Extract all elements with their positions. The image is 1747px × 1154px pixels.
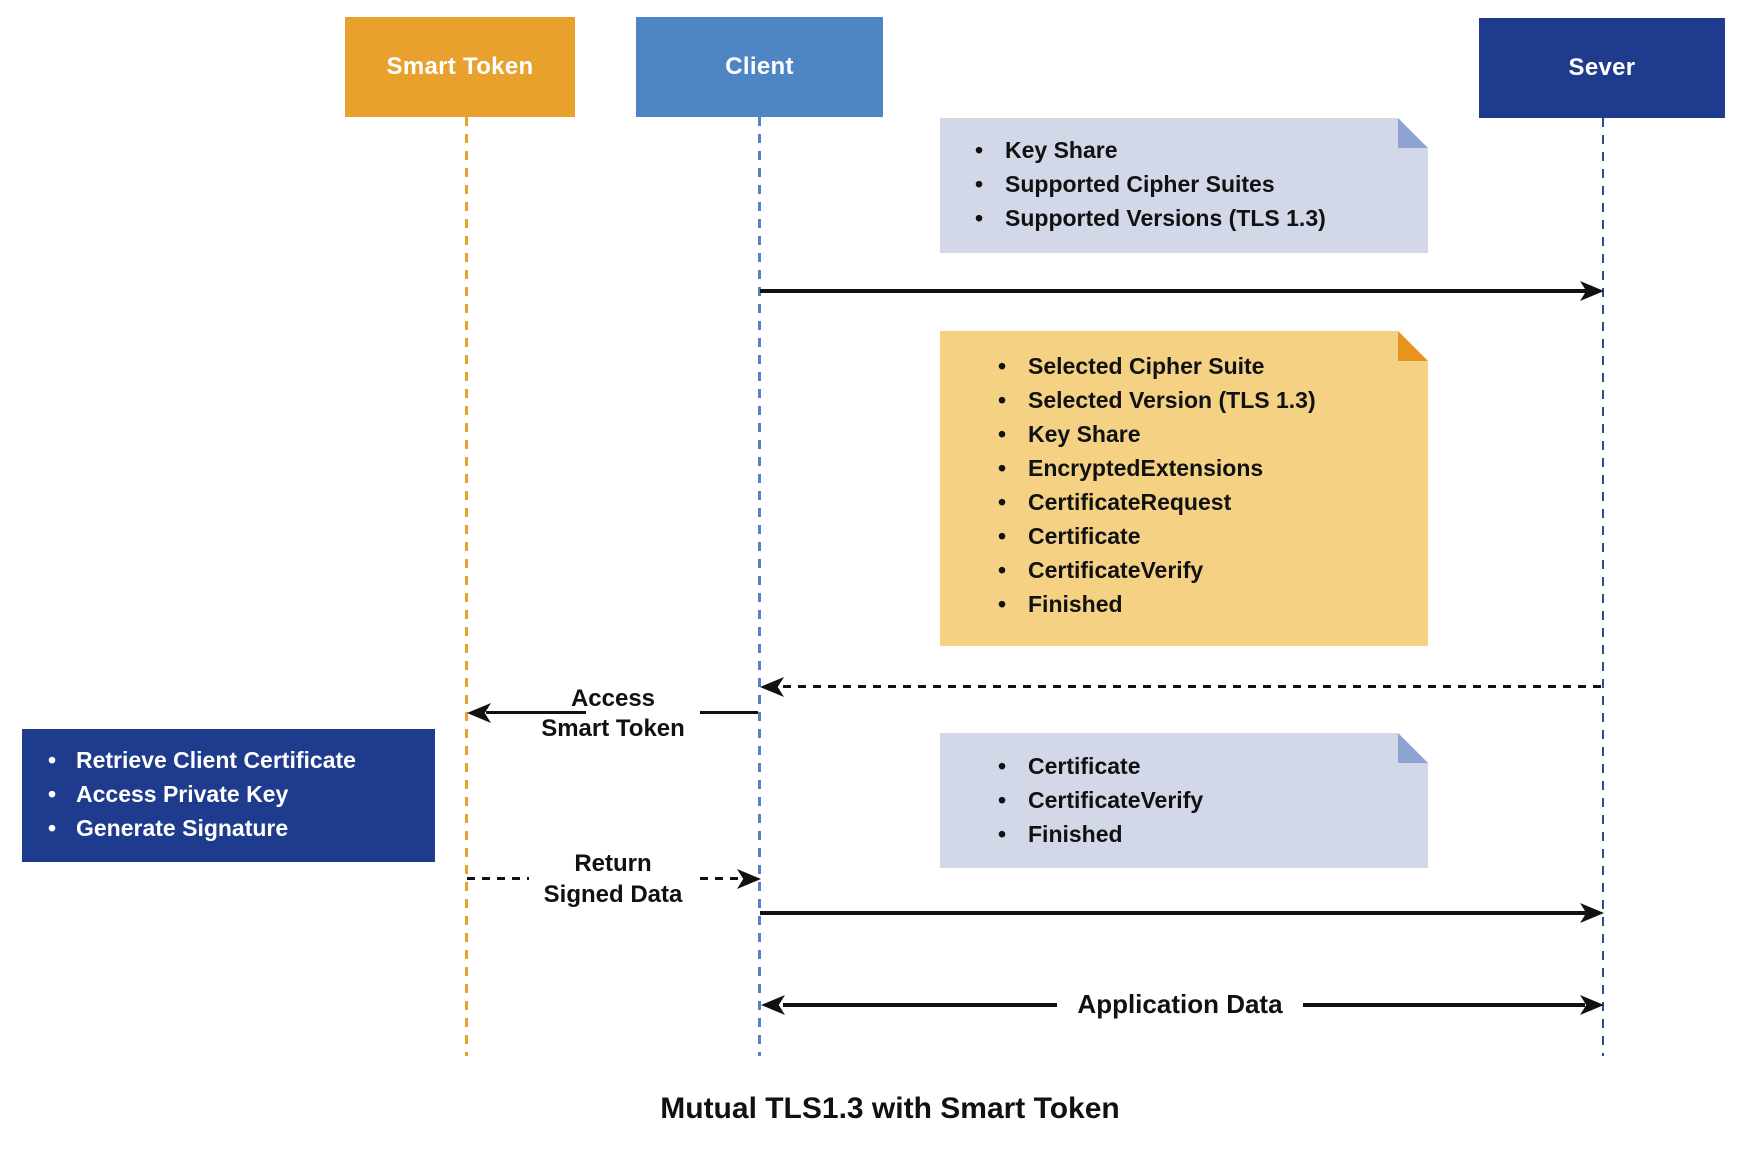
- message-label-application-data: Application Data: [1077, 989, 1283, 1019]
- note-list-item: • Key Share: [998, 417, 1428, 451]
- actor-smart-token-label: Smart Token: [386, 53, 534, 80]
- bullet-icon: •: [998, 591, 1007, 617]
- note-list-item: • CertificateRequest: [998, 485, 1428, 519]
- note-paper: [940, 733, 1428, 868]
- arrow-access-token-line: [700, 711, 758, 714]
- arrow-client-finished-line: [760, 911, 1586, 915]
- smart-token-operations-box: • Retrieve Client Certificate • Access P…: [22, 729, 435, 862]
- actor-client: Client: [636, 17, 883, 117]
- bullet-icon: •: [975, 205, 984, 231]
- message-label-return-signed-data: Return Signed Data: [543, 850, 683, 908]
- bullet-icon: •: [998, 489, 1007, 515]
- note-paper: [940, 118, 1428, 253]
- lifeline-smart-token: [465, 117, 468, 1056]
- note-list-item: • Selected Cipher Suite: [998, 349, 1428, 383]
- actor-client-label: Client: [725, 53, 794, 80]
- note-list-item: • Supported Versions (TLS 1.3): [975, 201, 1428, 235]
- arrow-return-signed-line: [467, 877, 529, 880]
- process-list-item: • Access Private Key: [48, 777, 435, 811]
- diagram-title: Mutual TLS1.3 with Smart Token: [660, 1092, 1120, 1125]
- smart-token-operations-list: • Retrieve Client Certificate • Access P…: [22, 729, 435, 845]
- note-list-item: • CertificateVerify: [998, 553, 1428, 587]
- bullet-icon: •: [998, 523, 1007, 549]
- note-list-item: • Selected Version (TLS 1.3): [998, 383, 1428, 417]
- bullet-icon: •: [998, 753, 1007, 779]
- note-list-item: • Supported Cipher Suites: [975, 167, 1428, 201]
- actor-server: Sever: [1479, 18, 1725, 118]
- note-server-hello-list: • Selected Cipher Suite • Selected Versi…: [940, 331, 1428, 621]
- arrow-application-data-line: [1303, 1003, 1585, 1007]
- note-client-certificate-list: • Certificate • CertificateVerify • Fini…: [940, 733, 1428, 851]
- bullet-icon: •: [48, 747, 57, 773]
- note-paper: [940, 331, 1428, 646]
- process-list-item: • Generate Signature: [48, 811, 435, 845]
- message-label-access-smart-token: Access Smart Token: [541, 685, 685, 742]
- arrow-access-token-line: [486, 711, 586, 714]
- arrow-return-signed-line: [700, 877, 738, 880]
- arrow-serverhello-line: [783, 685, 1602, 688]
- note-list-item: • EncryptedExtensions: [998, 451, 1428, 485]
- note-list-item: • Certificate: [998, 519, 1428, 553]
- arrow-application-data-line: [783, 1003, 1057, 1007]
- arrow-application-data-head-left-icon: [761, 995, 785, 1015]
- bullet-icon: •: [998, 557, 1007, 583]
- actor-server-label: Sever: [1568, 54, 1636, 81]
- bullet-icon: •: [998, 787, 1007, 813]
- process-list-item: • Retrieve Client Certificate: [48, 743, 435, 777]
- note-list-item: • Certificate: [998, 749, 1428, 783]
- note-list-item: • Finished: [998, 817, 1428, 851]
- bullet-icon: •: [998, 387, 1007, 413]
- bullet-icon: •: [998, 821, 1007, 847]
- note-list-item: • Key Share: [975, 133, 1428, 167]
- bullet-icon: •: [975, 171, 984, 197]
- bullet-icon: •: [998, 421, 1007, 447]
- bullet-icon: •: [975, 137, 984, 163]
- note-list-item: • CertificateVerify: [998, 783, 1428, 817]
- note-client-hello: • Key Share • Supported Cipher Suites • …: [940, 118, 1428, 253]
- bullet-icon: •: [998, 353, 1007, 379]
- arrow-serverhello-head-icon: [760, 677, 784, 697]
- lifeline-server: [1602, 118, 1604, 1056]
- arrow-clienthello-line: [760, 289, 1588, 293]
- note-server-hello: • Selected Cipher Suite • Selected Versi…: [940, 331, 1428, 646]
- bullet-icon: •: [998, 455, 1007, 481]
- note-client-hello-list: • Key Share • Supported Cipher Suites • …: [940, 118, 1428, 235]
- note-client-certificate: • Certificate • CertificateVerify • Fini…: [940, 733, 1428, 868]
- bullet-icon: •: [48, 781, 57, 807]
- lifeline-client: [758, 117, 761, 1056]
- bullet-icon: •: [48, 815, 57, 841]
- note-list-item: • Finished: [998, 587, 1428, 621]
- actor-smart-token: Smart Token: [345, 17, 575, 117]
